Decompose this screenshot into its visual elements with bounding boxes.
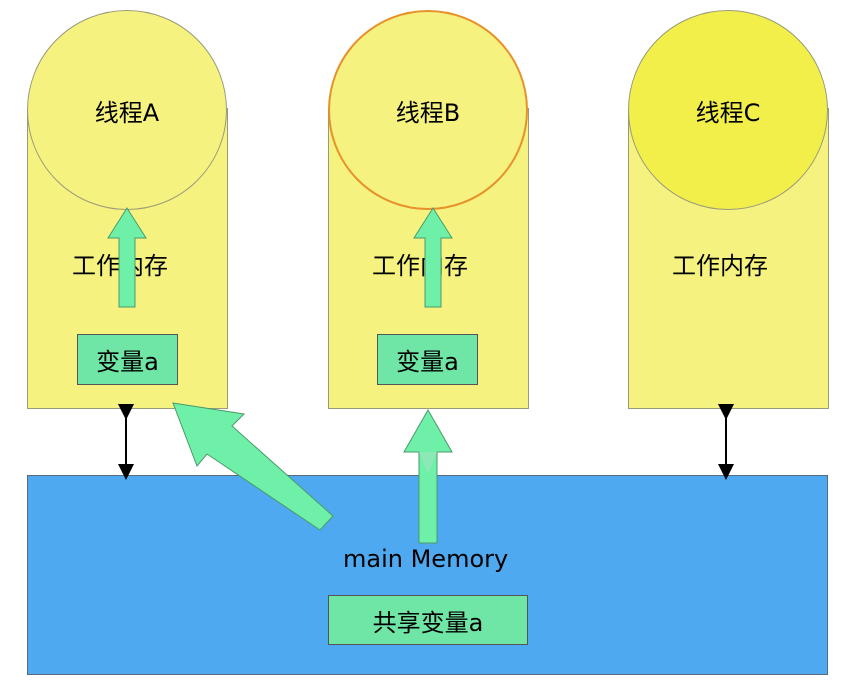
thread-a-variable-box: 变量a [77, 334, 178, 385]
thread-b-working-memory-label: 工作内存 [372, 252, 468, 280]
thread-b-down-arrowhead [419, 452, 437, 474]
shared-variable-label: 共享变量a [372, 608, 484, 637]
thread-a-label: 线程A [94, 98, 160, 127]
main-memory-block [27, 475, 828, 675]
shared-variable-box: 共享变量a [328, 595, 528, 645]
thread-a-variable-label: 变量a [96, 348, 159, 376]
thread-c-working-memory-label: 工作内存 [672, 252, 768, 280]
thread-a-circle: 线程A [27, 10, 227, 210]
thread-b-label: 线程B [395, 98, 461, 127]
thread-b-circle: 线程B [328, 10, 528, 210]
thread-c-circle: 线程C [628, 10, 828, 210]
thread-b-variable-box: 变量a [377, 334, 478, 385]
thread-c-label: 线程C [695, 98, 761, 127]
thread-b-variable-label: 变量a [396, 348, 459, 376]
main-memory-label: main Memory [343, 545, 509, 573]
thread-a-working-memory-label: 工作内存 [72, 252, 168, 280]
